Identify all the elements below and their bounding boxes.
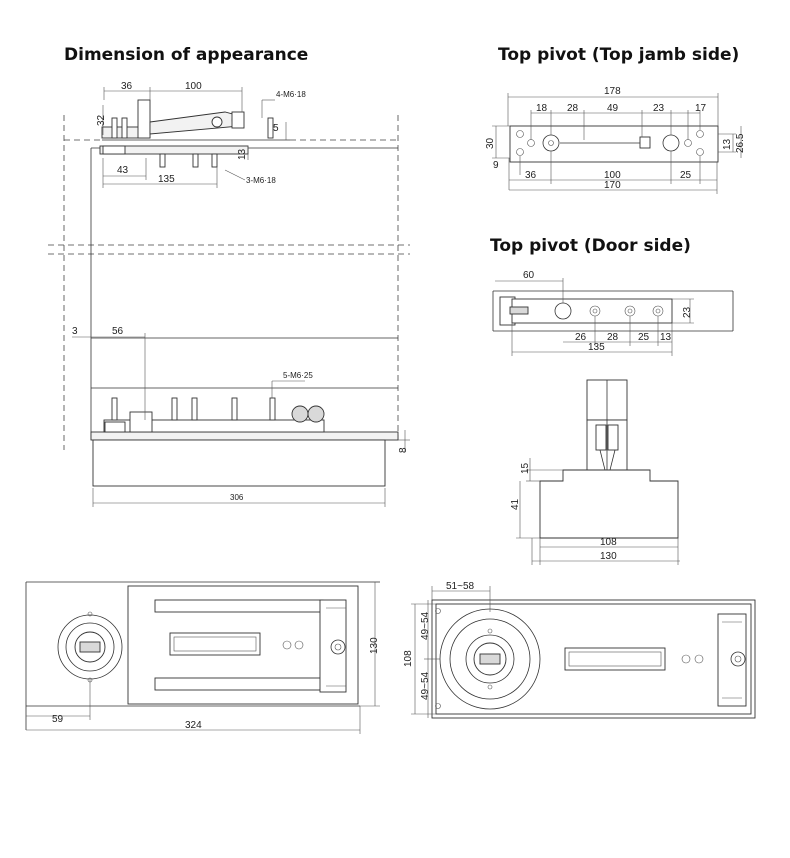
dim-plan-right-108: 108 (403, 650, 414, 667)
dim-profile-130: 130 (600, 551, 617, 562)
title-dimension-of-appearance: Dimension of appearance (64, 45, 309, 65)
dim-jamb-13: 13 (722, 138, 733, 150)
dim-jamb-49: 49 (607, 103, 619, 114)
dim-jamb-28: 28 (567, 103, 579, 114)
plan-view-left: 130 59 324 (25, 581, 380, 734)
dim-jamb-170: 170 (604, 180, 621, 191)
screw-label-mid: 3-M6·18 (246, 176, 276, 185)
dim-plan-right-51-58: 51~58 (446, 581, 475, 592)
dim-plan-right-49-54-bottom: 49~54 (420, 671, 431, 700)
dim-app-13: 13 (237, 148, 248, 160)
dim-plan-right-49-54-top: 49~54 (420, 611, 431, 640)
title-top-pivot-jamb: Top pivot (Top jamb side) (498, 45, 740, 65)
dim-door-60: 60 (523, 270, 535, 281)
dim-jamb-36: 36 (525, 170, 537, 181)
dim-app-43: 43 (117, 165, 129, 176)
dim-app-36: 36 (121, 81, 133, 92)
dim-app-3: 3 (72, 326, 78, 337)
dim-door-23: 23 (682, 306, 693, 318)
dim-door-26: 26 (575, 332, 587, 343)
dim-profile-41: 41 (510, 498, 521, 510)
dim-plan-left-324: 324 (185, 720, 202, 731)
plan-view-right: 51~58 49~54 49~54 108 (403, 581, 756, 719)
dim-door-25: 25 (638, 332, 650, 343)
dim-jamb-25: 25 (680, 170, 692, 181)
screw-label-top: 4-M6·18 (276, 90, 306, 99)
appearance-view: 36 100 32 4-M6·18 5 13 43 135 3-M6·18 3 … (48, 81, 410, 507)
dim-jamb-18: 18 (536, 103, 548, 114)
dim-app-5: 5 (273, 123, 279, 134)
dim-app-306: 306 (230, 493, 244, 502)
dim-jamb-23: 23 (653, 103, 665, 114)
dim-profile-108: 108 (600, 537, 617, 548)
dim-door-28: 28 (607, 332, 619, 343)
dim-jamb-30: 30 (485, 137, 496, 149)
dim-door-135: 135 (588, 342, 605, 353)
dim-jamb-9: 9 (493, 160, 499, 171)
dim-app-32: 32 (96, 114, 107, 126)
dim-jamb-100: 100 (604, 170, 621, 181)
dim-app-135: 135 (158, 174, 175, 185)
dim-jamb-26-5: 26.5 (735, 133, 746, 153)
title-top-pivot-door: Top pivot (Door side) (490, 236, 691, 256)
dim-jamb-178: 178 (604, 86, 621, 97)
dim-door-13: 13 (660, 332, 672, 343)
dim-jamb-17: 17 (695, 103, 707, 114)
dim-app-100: 100 (185, 81, 202, 92)
door-side-view: 60 23 26 28 25 13 135 (492, 270, 734, 356)
dim-profile-15: 15 (520, 462, 531, 474)
dim-plan-left-130: 130 (369, 637, 380, 654)
top-jamb-view: 178 18 28 49 23 17 30 13 26.5 9 36 100 2… (485, 86, 746, 194)
dim-app-56: 56 (112, 326, 124, 337)
dim-app-8: 8 (398, 447, 409, 453)
dim-plan-left-59: 59 (52, 714, 64, 725)
screw-label-bottom: 5-M6·25 (283, 371, 313, 380)
profile-view: 15 41 108 130 (510, 379, 680, 565)
